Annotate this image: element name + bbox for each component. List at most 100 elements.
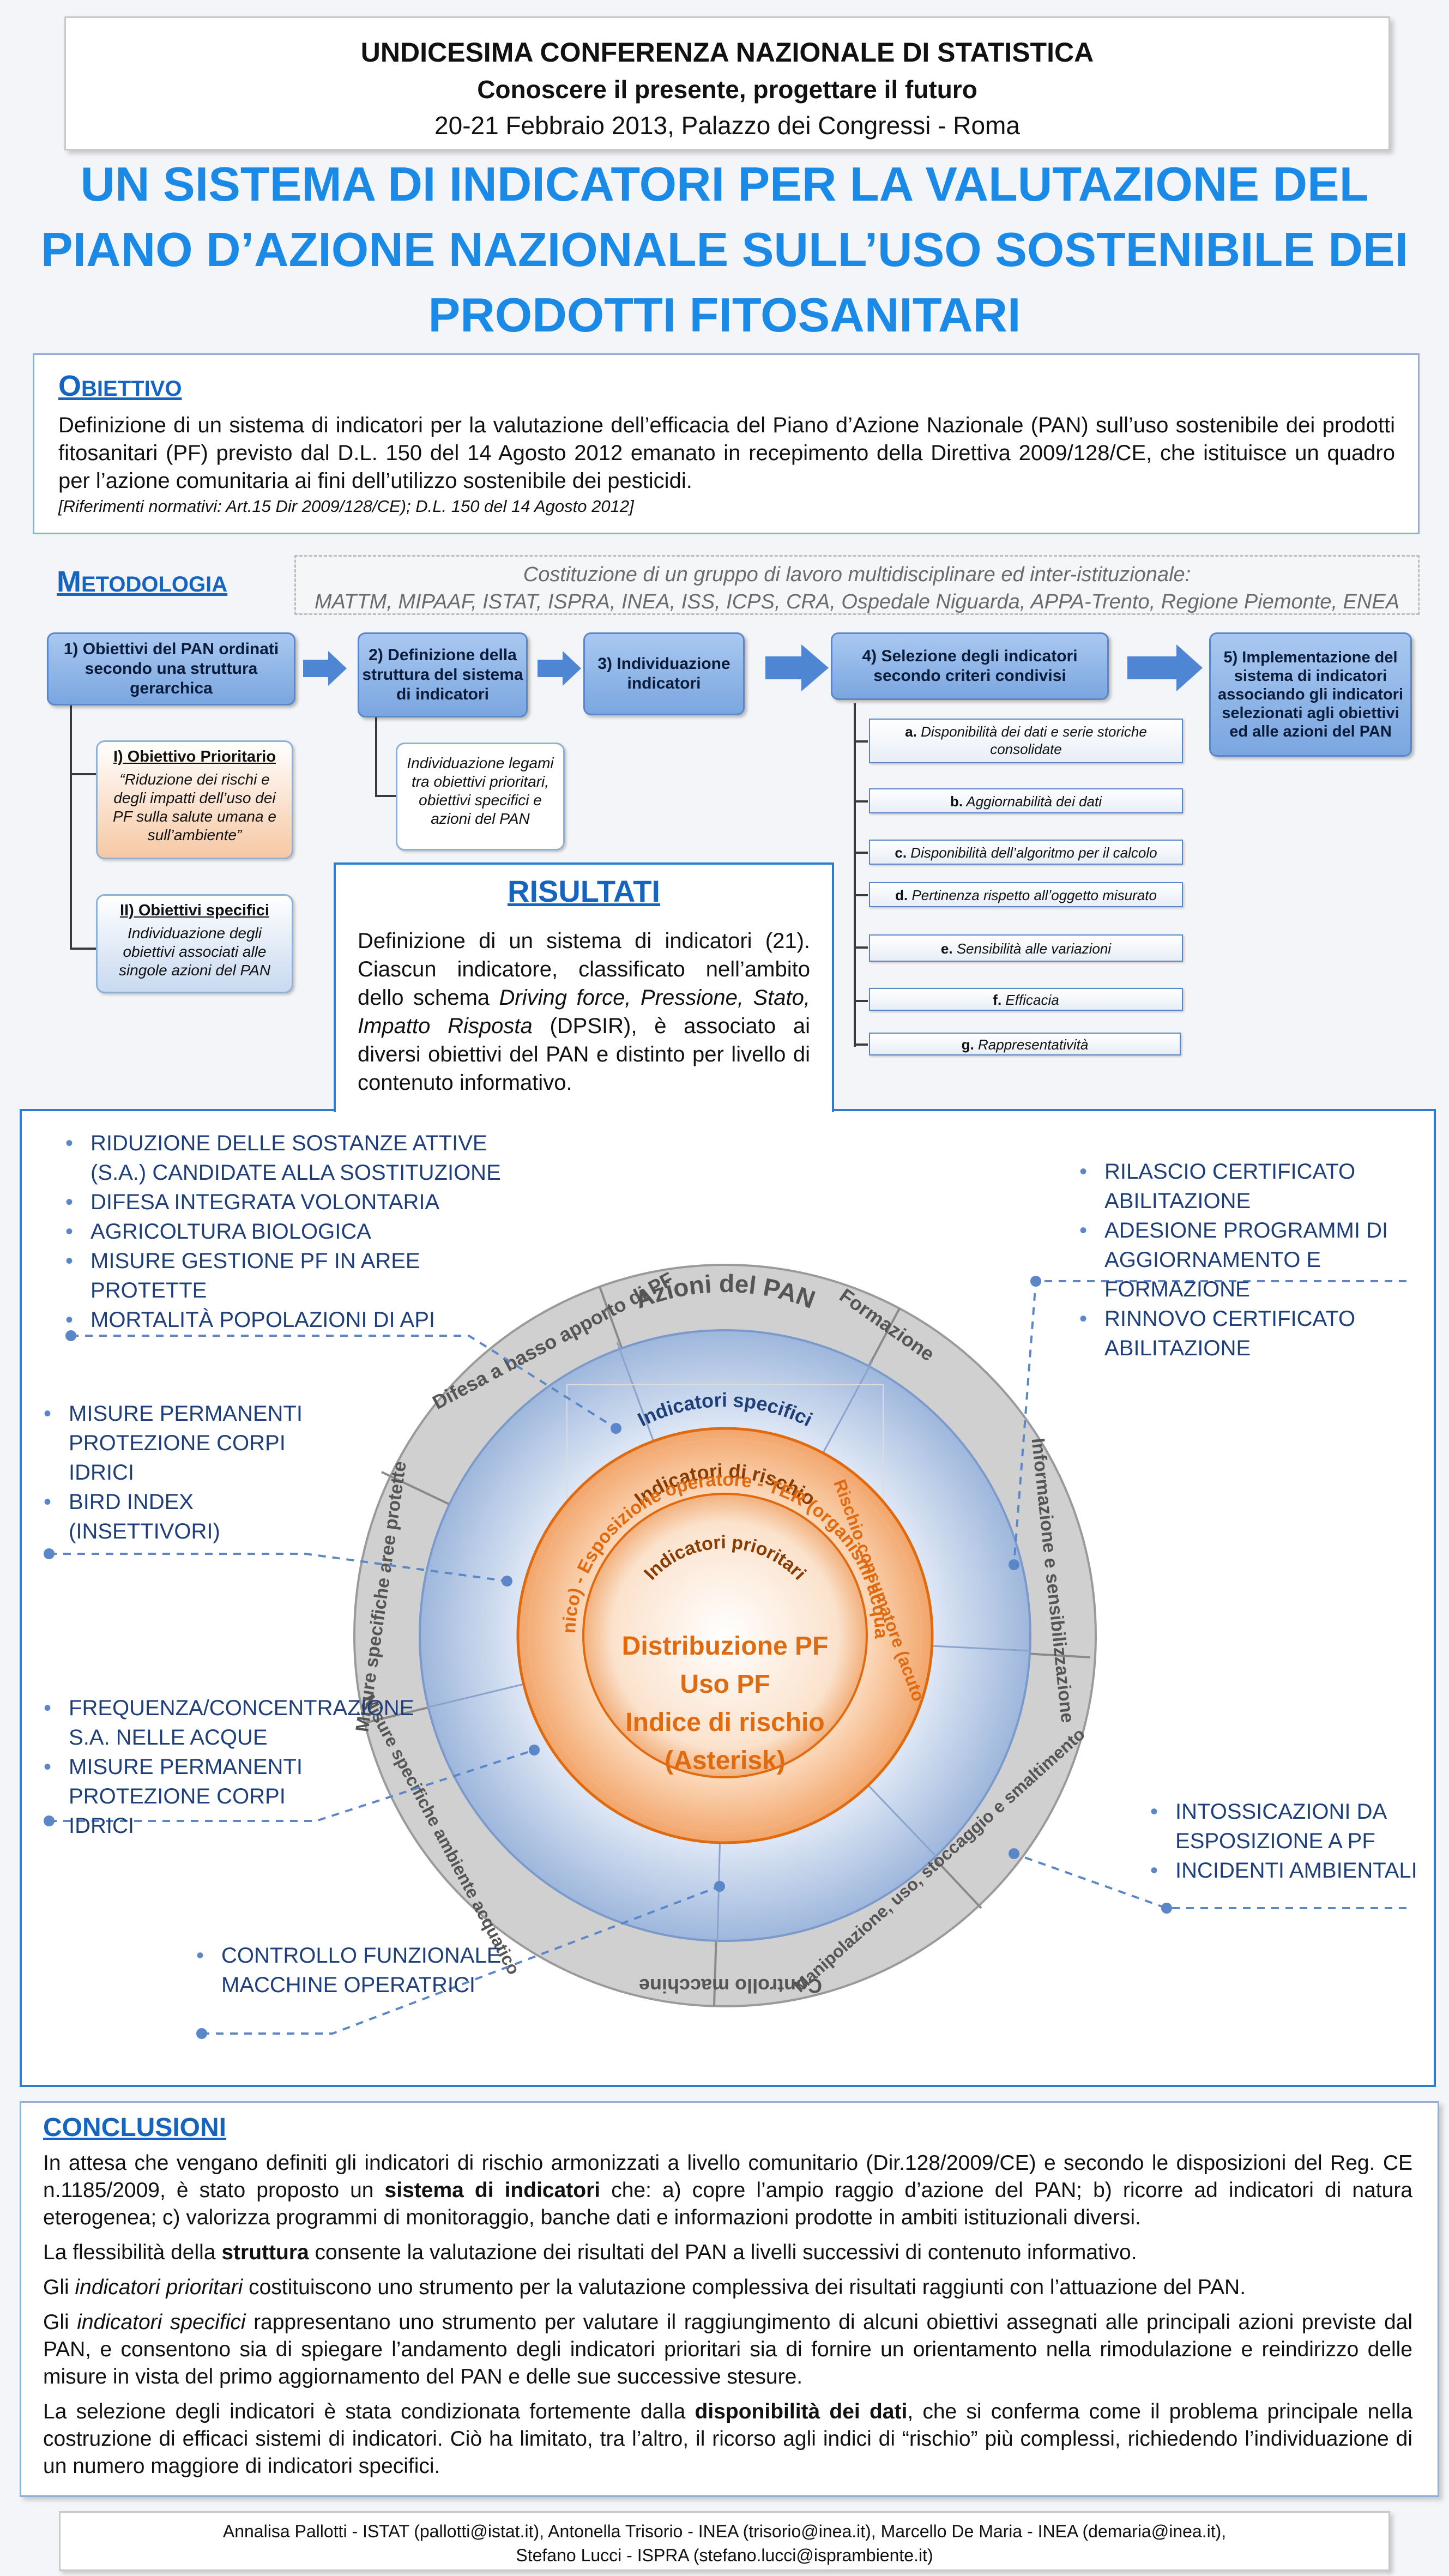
working-group-intro: Costituzione di un gruppo di lavoro mult… bbox=[523, 563, 1191, 586]
criterion-a: a. Disponibilità dei dati e serie storic… bbox=[869, 719, 1183, 763]
poster-title: UN SISTEMA DI INDICATORI PER LA VALUTAZI… bbox=[22, 152, 1427, 348]
arrow-right-icon bbox=[765, 644, 829, 691]
conclusioni-body: In attesa che vengano definiti gli indic… bbox=[43, 2150, 1412, 2488]
criterion-b-text: Aggiornabilità dei dati bbox=[966, 793, 1102, 810]
list-item: MISURE PERMANENTI PROTEZIONE CORPI IDRIC… bbox=[44, 1752, 349, 1841]
sector-controllo: Controllo macchine bbox=[639, 1975, 822, 1997]
conclusioni-paragraph-3: Gli indicatori prioritari costituiscono … bbox=[43, 2274, 1412, 2301]
list-item: MORTALITÀ POPOLAZIONI DI API bbox=[65, 1305, 512, 1335]
obiettivi-specifici-title: II) Obiettivi specifici bbox=[120, 902, 269, 919]
conference-date-place: 20-21 Febbraio 2013, Palazzo dei Congres… bbox=[434, 111, 1020, 140]
list-item: INTOSSICAZIONI DA ESPOSIZIONE A PF bbox=[1150, 1797, 1434, 1856]
metodologia-heading-initial: M bbox=[57, 565, 81, 598]
list-item: FREQUENZA/CONCENTRAZIONE S.A. NELLE ACQU… bbox=[44, 1693, 414, 1752]
list-item: BIRD INDEX (INSETTIVORI) bbox=[44, 1487, 349, 1546]
text-run: , che si conferma come il problema princ… bbox=[43, 2400, 1413, 2478]
text-run: Gli bbox=[43, 2310, 77, 2334]
working-group-box: Costituzione di un gruppo di lavoro mult… bbox=[294, 555, 1420, 615]
poster-title-line3: PRODOTTI FITOSANITARI bbox=[428, 288, 1021, 342]
conclusioni-paragraph-1: In attesa che vengano definiti gli indic… bbox=[43, 2150, 1412, 2231]
center-line-4: (Asterisk) bbox=[665, 1746, 785, 1775]
obiettivo-prioritario-box: I) Obiettivo Prioritario “Riduzione dei … bbox=[96, 740, 293, 859]
list-item: MISURE GESTIONE PF IN AREE PROTETTE bbox=[65, 1246, 512, 1305]
list-low-left: FREQUENZA/CONCENTRAZIONE S.A. NELLE ACQU… bbox=[44, 1693, 414, 1841]
list-top-left: RIDUZIONE DELLE SOSTANZE ATTIVE (S.A.) C… bbox=[65, 1129, 512, 1335]
step-2-box: 2) Definizione della struttura del siste… bbox=[358, 632, 528, 717]
authors-line-2: Stefano Lucci - ISPRA (stefano.lucci@isp… bbox=[516, 2545, 933, 2565]
risultati-heading: RISULTATI bbox=[508, 874, 660, 908]
list-top-right: RILASCIO CERTIFICATO ABILITAZIONE ADESIO… bbox=[1079, 1157, 1428, 1363]
text-run-italic: indicatori prioritari bbox=[75, 2276, 243, 2299]
conclusioni-heading: CONCLUSIONI bbox=[43, 2113, 226, 2142]
method-connectors bbox=[70, 703, 868, 1047]
obiettivo-prioritario-title: I) Obiettivo Prioritario bbox=[113, 748, 276, 765]
list-item: AGRICOLTURA BIOLOGICA bbox=[65, 1217, 512, 1246]
list-bottom-left: CONTROLLO FUNZIONALE MACCHINE OPERATRICI bbox=[196, 1941, 502, 2000]
criterion-d-letter: d. bbox=[895, 887, 908, 903]
criterion-a-letter: a. bbox=[905, 723, 917, 740]
center-line-3: Indice di rischio bbox=[625, 1708, 824, 1737]
conference-header: UNDICESIMA CONFERENZA NAZIONALE DI STATI… bbox=[64, 16, 1390, 150]
center-line-1: Distribuzione PF bbox=[622, 1632, 829, 1661]
connector-step2-legami bbox=[375, 703, 398, 797]
text-run-bold: disponibilità dei dati bbox=[695, 2400, 908, 2423]
criterion-f-letter: f. bbox=[993, 992, 1002, 1008]
risultati-text-b: (DPSIR), è associato ai diversi obiettiv… bbox=[358, 1014, 810, 1095]
leader-mid-left bbox=[49, 1553, 508, 1582]
list-item: DIFESA INTEGRATA VOLONTARIA bbox=[65, 1187, 512, 1217]
text-run-bold: sistema di indicatori bbox=[384, 2179, 601, 2202]
criterion-c: c. Disponibilità dell’algoritmo per il c… bbox=[869, 840, 1183, 865]
metodologia-heading: METODOLOGIA bbox=[57, 565, 227, 599]
criterion-e-letter: e. bbox=[940, 940, 953, 957]
text-run: rappresentano uno strumento per valutare… bbox=[43, 2310, 1412, 2388]
risultati-dpsir-terms: Driving force, Pressione, Stato, Impatto… bbox=[358, 986, 811, 1038]
leader-bottom-left bbox=[202, 1885, 720, 2035]
center-line-2: Uso PF bbox=[680, 1670, 770, 1699]
conclusioni-paragraph-2: La flessibilità della struttura consente… bbox=[43, 2239, 1412, 2266]
text-run: Gli bbox=[43, 2276, 75, 2299]
obiettivo-prioritario-text: “Riduzione dei rischi e degli impatti de… bbox=[113, 771, 276, 843]
list-bottom-right: INTOSSICAZIONI DA ESPOSIZIONE A PF INCID… bbox=[1150, 1797, 1434, 1885]
criterion-e-text: Sensibilità alle variazioni bbox=[956, 940, 1112, 957]
list-item: RINNOVO CERTIFICATO ABILITAZIONE bbox=[1079, 1304, 1428, 1363]
obiettivi-specifici-text: Individuazione degli obiettivi associati… bbox=[118, 925, 271, 979]
conclusioni-paragraph-5: La selezione degli indicatori è stata co… bbox=[43, 2398, 1412, 2480]
poster-title-line2: PIANO D’AZIONE NAZIONALE SULL’USO SOSTEN… bbox=[40, 222, 1409, 276]
conclusioni-section: CONCLUSIONI In attesa che vengano defini… bbox=[20, 2101, 1439, 2497]
criterion-c-letter: c. bbox=[895, 844, 907, 861]
criterion-b-letter: b. bbox=[950, 793, 963, 810]
obiettivi-specifici-box: II) Obiettivi specifici Individuazione d… bbox=[96, 894, 293, 993]
pan-indicators-diagram: Azioni del PAN Indicatori specifici Indi… bbox=[327, 1167, 1097, 2007]
arrow-right-icon bbox=[303, 651, 347, 686]
risultati-section: RISULTATI Definizione di un sistema di i… bbox=[334, 862, 834, 1112]
list-item: RILASCIO CERTIFICATO ABILITAZIONE bbox=[1079, 1157, 1428, 1216]
criterion-g: g. Rappresentatività bbox=[869, 1033, 1181, 1055]
arrow-right-icon bbox=[1127, 644, 1203, 691]
step-5-box: 5) Implementazione del sistema di indica… bbox=[1209, 632, 1412, 757]
list-item: ADESIONE PROGRAMMI DI AGGIORNAMENTO E FO… bbox=[1079, 1216, 1428, 1304]
list-item: CONTROLLO FUNZIONALE MACCHINE OPERATRICI bbox=[196, 1941, 502, 2000]
risultati-text-a: Definizione di un sistema di indicatori … bbox=[358, 929, 810, 1010]
metodologia-heading-rest: ETODOLOGIA bbox=[81, 572, 228, 596]
connector-step1-specifici bbox=[70, 703, 97, 950]
step-4-box: 4) Selezione degli indicatori secondo cr… bbox=[831, 632, 1109, 700]
criterion-f: f. Efficacia bbox=[869, 988, 1183, 1011]
text-run: La selezione degli indicatori è stata co… bbox=[43, 2400, 695, 2423]
list-item: RIDUZIONE DELLE SOSTANZE ATTIVE (S.A.) C… bbox=[65, 1129, 512, 1187]
list-mid-left: MISURE PERMANENTI PROTEZIONE CORPI IDRIC… bbox=[44, 1399, 349, 1546]
text-run: In attesa che vengano definiti gli indic… bbox=[43, 2151, 1412, 2202]
obiettivo-references: [Riferimenti normativi: Art.15 Dir 2009/… bbox=[58, 497, 634, 516]
conference-name: UNDICESIMA CONFERENZA NAZIONALE DI STATI… bbox=[360, 37, 1094, 68]
step-3-box: 3) Individuazione indicatori bbox=[583, 632, 745, 715]
text-run-bold: struttura bbox=[221, 2241, 309, 2264]
working-group-members: MATTM, MIPAAF, ISTAT, ISPRA, INEA, ISS, … bbox=[314, 590, 1400, 613]
criterion-e: e. Sensibilità alle variazioni bbox=[869, 934, 1183, 962]
obiettivo-heading: OBIETTIVO bbox=[58, 369, 182, 403]
criterion-a-text: Disponibilità dei dati e serie storiche … bbox=[921, 723, 1147, 757]
list-item: MISURE PERMANENTI PROTEZIONE CORPI IDRIC… bbox=[44, 1399, 349, 1487]
authors-line-1: Annalisa Pallotti - ISTAT (pallotti@ista… bbox=[222, 2521, 1227, 2541]
text-run: costituiscono uno strumento per la valut… bbox=[243, 2276, 1246, 2299]
criterion-b: b. Aggiornabilità dei dati bbox=[869, 788, 1183, 813]
text-run-italic: indicatori specifici bbox=[77, 2310, 246, 2334]
conclusioni-paragraph-4: Gli indicatori specifici rappresentano u… bbox=[43, 2309, 1412, 2391]
